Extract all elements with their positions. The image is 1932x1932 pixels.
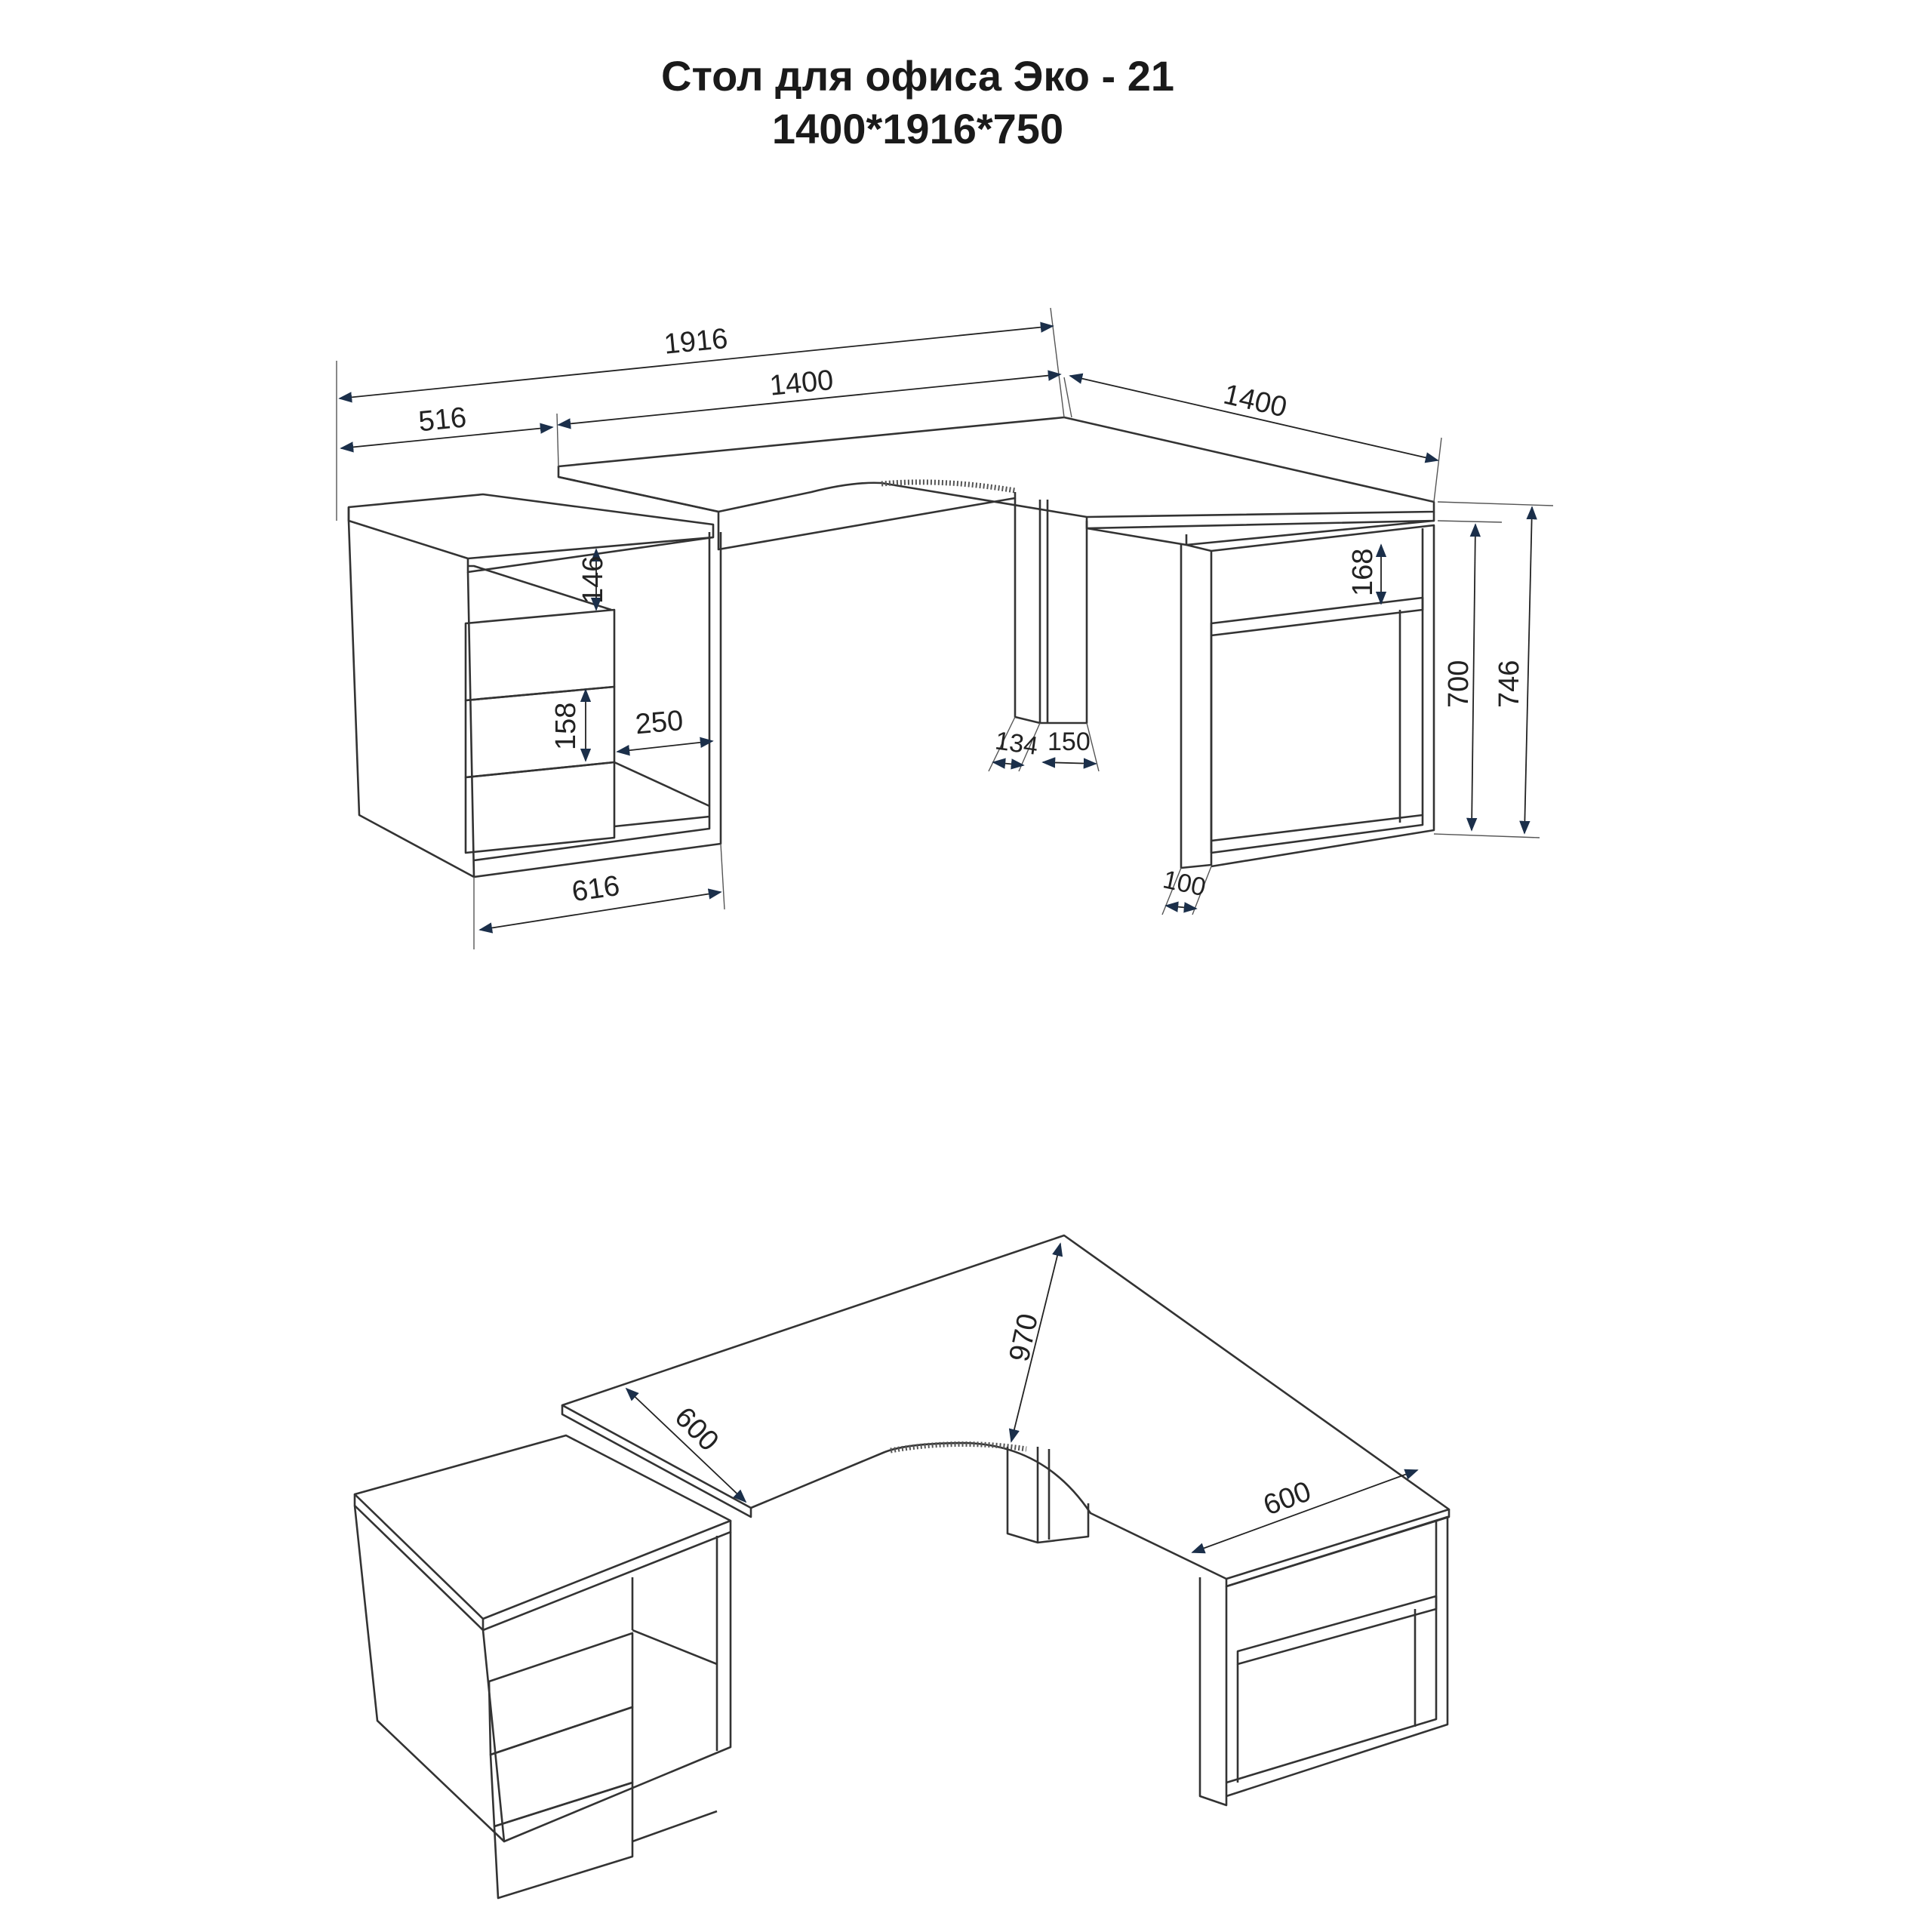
top-pedestal-left-side — [353, 1505, 506, 1843]
right-side-panel — [1180, 543, 1213, 869]
dim-label-corner-depth: 970 — [1004, 1311, 1044, 1364]
dim-line-134 — [992, 758, 1025, 770]
dim-line-1916 — [338, 321, 1054, 403]
dim-line-700 — [1466, 523, 1481, 832]
front-view-drawing: 1916 1400 516 1400 146 158 250 616 134 1… — [336, 307, 1554, 949]
center-leg-left — [1014, 498, 1041, 724]
top-drawer-1 — [488, 1632, 634, 1756]
drawer-3 — [464, 761, 616, 854]
dim-label-height-inner: 700 — [1443, 660, 1475, 708]
dim-line-970 — [1008, 1242, 1063, 1443]
dim-label-drawer-height: 158 — [550, 703, 582, 750]
dim-line-746 — [1519, 506, 1537, 835]
dim-label-pedestal-width: 516 — [417, 401, 468, 438]
dim-line-616 — [478, 888, 722, 934]
dim-label-open-shelf: 250 — [634, 705, 685, 740]
dim-line-600-right — [1191, 1469, 1419, 1554]
dim-label-side-width: 1400 — [1220, 379, 1290, 424]
page-subtitle: 1400*1916*750 — [771, 105, 1064, 152]
dim-line-1400-side — [1069, 373, 1439, 463]
dim-label-panel-thickness: 100 — [1161, 865, 1208, 902]
front-desktop-top — [557, 416, 1435, 518]
top-right-side-panel — [1198, 1577, 1228, 1807]
top-drawer-3 — [493, 1781, 634, 1900]
pedestal-top — [347, 493, 715, 560]
open-shelf — [614, 761, 710, 828]
pedestal-shelf-top — [468, 565, 612, 611]
top-pedestal-body — [503, 1532, 732, 1843]
dim-line-600-left — [625, 1387, 747, 1503]
dim-label-leg-depth: 134 — [993, 726, 1039, 761]
top-pedestal-front — [353, 1494, 732, 1632]
dim-line-1400-front — [557, 370, 1062, 429]
center-leg-right — [1040, 500, 1088, 724]
top-open-shelf — [631, 1577, 718, 1843]
top-view-drawing: 600 970 600 — [353, 1234, 1451, 1900]
dim-line-516 — [340, 423, 554, 453]
top-drawer-2 — [489, 1706, 634, 1828]
dim-label-left-depth: 600 — [669, 1401, 725, 1458]
page-title: Стол для офиса Эко - 21 — [661, 52, 1174, 100]
right-cabinet-back — [1211, 524, 1435, 868]
dim-line-100 — [1164, 901, 1198, 913]
dim-label-shelf-height: 146 — [577, 556, 609, 604]
dim-label-leg-width: 150 — [1048, 728, 1091, 756]
right-bottom-rail — [1211, 814, 1423, 842]
top-right-shelf — [1236, 1595, 1438, 1666]
right-inner-frame — [1210, 610, 1401, 853]
dim-line-250 — [616, 737, 714, 756]
right-shelf — [1210, 596, 1424, 637]
dim-label-pedestal-depth: 616 — [570, 870, 622, 908]
dim-label-side-shelf: 168 — [1347, 549, 1379, 596]
dim-label-total-width: 1916 — [663, 323, 729, 361]
dim-label-desk-width: 1400 — [768, 365, 835, 402]
top-right-inner — [1236, 1609, 1417, 1783]
top-pedestal-top — [353, 1434, 732, 1620]
cable-cutout — [881, 479, 1016, 494]
top-cable-cutout — [890, 1441, 1027, 1454]
front-modesty-panel — [717, 492, 1017, 551]
dim-label-height-total: 746 — [1494, 660, 1525, 708]
pedestal-left-side — [347, 520, 475, 878]
dim-label-right-depth: 600 — [1260, 1475, 1315, 1521]
top-center-leg — [1006, 1447, 1090, 1544]
drawer-1 — [464, 608, 616, 702]
dim-line-150 — [1041, 757, 1097, 769]
